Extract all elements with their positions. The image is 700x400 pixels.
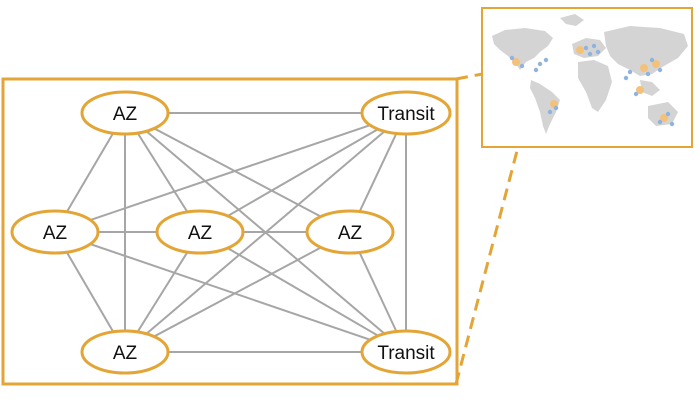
datacenter-marker bbox=[649, 57, 655, 63]
land-shape bbox=[560, 14, 584, 26]
datacenter-marker bbox=[509, 55, 515, 61]
node-ellipse bbox=[360, 90, 452, 136]
land-shape bbox=[530, 80, 560, 134]
node-label: AZ bbox=[43, 223, 68, 244]
datacenter-marker bbox=[587, 51, 593, 57]
node-label: AZ bbox=[113, 104, 138, 125]
datacenter-marker bbox=[583, 45, 589, 51]
land-shape bbox=[604, 26, 688, 76]
datacenter-marker bbox=[627, 69, 633, 75]
world-map-icon bbox=[492, 14, 688, 134]
link-line bbox=[124, 231, 351, 353]
land-shape bbox=[492, 28, 553, 70]
link-line bbox=[124, 112, 351, 233]
node-transit-top: Transit bbox=[360, 90, 452, 136]
datacenter-marker bbox=[533, 67, 539, 73]
datacenter-marker bbox=[519, 63, 525, 69]
land-shape bbox=[640, 80, 660, 96]
node-az-right: AZ bbox=[305, 209, 395, 255]
region-marker bbox=[576, 46, 584, 54]
node-ellipse bbox=[305, 209, 395, 255]
datacenter-marker bbox=[591, 43, 597, 49]
node-transit-bottom: Transit bbox=[360, 329, 452, 375]
datacenter-marker bbox=[657, 119, 663, 125]
datacenter-marker bbox=[669, 121, 675, 127]
datacenter-marker bbox=[657, 67, 663, 73]
region-marker bbox=[512, 58, 520, 66]
datacenter-marker bbox=[645, 71, 651, 77]
node-label: AZ bbox=[188, 223, 213, 244]
node-az-bottom: AZ bbox=[80, 329, 170, 375]
datacenter-marker bbox=[543, 57, 549, 63]
datacenter-marker bbox=[633, 91, 639, 97]
node-az-top: AZ bbox=[80, 90, 170, 136]
node-ellipse bbox=[155, 209, 245, 255]
region-marker bbox=[636, 86, 644, 94]
region-marker bbox=[640, 64, 648, 72]
datacenter-marker bbox=[665, 111, 671, 117]
datacenter-marker bbox=[623, 75, 629, 81]
node-az-left: AZ bbox=[10, 209, 100, 255]
region-marker bbox=[660, 114, 668, 122]
node-ellipse bbox=[360, 329, 452, 375]
node-ellipse bbox=[80, 329, 170, 375]
datacenter-marker bbox=[553, 105, 559, 111]
link-line bbox=[54, 112, 407, 233]
node-label: AZ bbox=[113, 343, 138, 364]
node-az-center: AZ bbox=[155, 209, 245, 255]
land-shape bbox=[648, 102, 678, 126]
region-marker bbox=[652, 60, 660, 68]
datacenter-marker bbox=[537, 61, 543, 67]
datacenter-marker bbox=[547, 109, 553, 115]
node-label: Transit bbox=[377, 343, 435, 364]
link-line bbox=[199, 112, 407, 233]
node-label: Transit bbox=[377, 104, 435, 125]
node-ellipse bbox=[10, 209, 100, 255]
datacenter-marker bbox=[595, 49, 601, 55]
link-line bbox=[199, 231, 407, 353]
node-ellipse bbox=[80, 90, 170, 136]
region-box bbox=[1, 77, 459, 386]
land-shape bbox=[578, 60, 612, 112]
link-line bbox=[54, 231, 407, 353]
node-label: AZ bbox=[338, 223, 363, 244]
